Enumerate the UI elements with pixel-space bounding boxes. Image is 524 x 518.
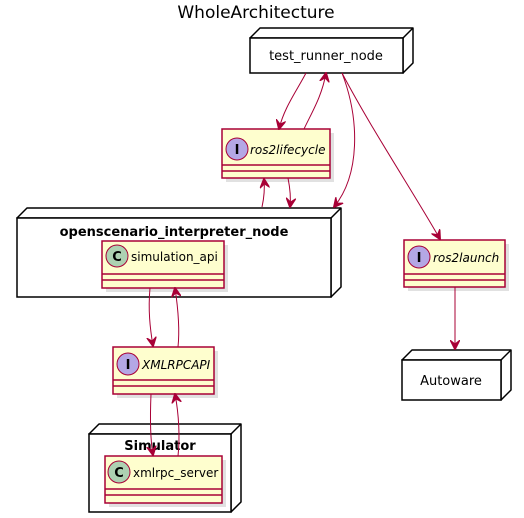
node-autoware: Autoware (401, 349, 512, 401)
interface-ros2launch: I ros2launch (403, 239, 509, 291)
class-simulation-api: C simulation_api (101, 240, 228, 292)
node-test-runner: test_runner_node (249, 27, 414, 74)
edge-test-runner-to-ros2launch (341, 72, 440, 239)
class-xmlrpc-server-label: xmlrpc_server (133, 466, 218, 480)
edge-xmlrpc-server-to-xmlrpcapi (175, 394, 179, 457)
interface-glyph: I (235, 143, 240, 158)
interface-xmlrpcapi: I XMLRPCAPI (112, 346, 218, 398)
class-glyph: C (114, 466, 124, 481)
node-autoware-label: Autoware (420, 374, 482, 389)
edge-ros2lifecycle-to-interpreter (288, 177, 290, 207)
interface-ros2lifecycle-label: ros2lifecycle (250, 143, 325, 157)
edge-test-runner-to-interpreter (334, 72, 356, 207)
class-xmlrpc-server: C xmlrpc_server (104, 455, 226, 507)
interface-glyph: I (417, 251, 422, 266)
class-glyph: C (112, 250, 122, 265)
class-simulation-api-label: simulation_api (131, 250, 218, 264)
interface-glyph: I (126, 358, 131, 373)
diagram-title: WholeArchitecture (177, 3, 334, 23)
interface-xmlrpcapi-label: XMLRPCAPI (141, 358, 211, 372)
edge-xmlrpcapi-to-xmlrpc-server (150, 393, 153, 455)
node-openscenario-interpreter-label: openscenario_interpreter_node (60, 225, 289, 240)
interface-icon (225, 137, 249, 161)
interface-icon (407, 245, 431, 269)
edge-xmlrpcapi-to-simulation-api (175, 288, 179, 348)
interface-icon (116, 352, 140, 376)
edge-test-runner-to-ros2lifecycle (279, 72, 307, 129)
class-icon (105, 244, 129, 268)
edge-simulation-api-to-xmlrpcapi (149, 287, 153, 346)
interface-ros2lifecycle: I ros2lifecycle (221, 128, 334, 182)
interface-ros2launch-label: ros2launch (433, 251, 499, 265)
edge-interpreter-to-ros2lifecycle (262, 179, 264, 208)
edge-ros2lifecycle-to-test-runner (303, 73, 326, 130)
class-icon (107, 460, 131, 484)
node-simulator-label: Simulator (124, 439, 196, 454)
node-test-runner-label: test_runner_node (269, 49, 383, 64)
